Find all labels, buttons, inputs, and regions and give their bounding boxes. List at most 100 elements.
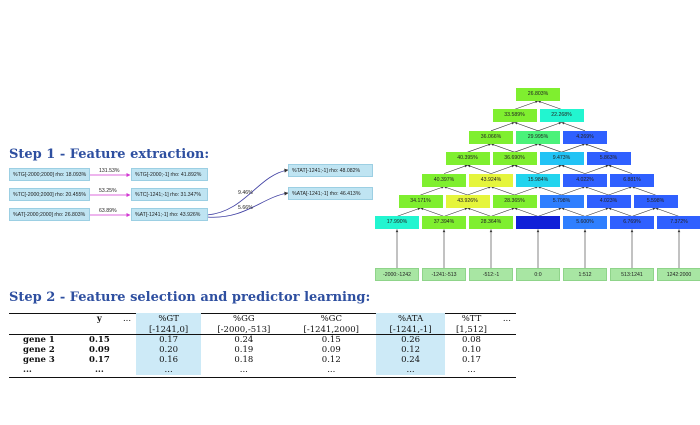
pyramid-arrowhead bbox=[467, 164, 471, 168]
table-cell bbox=[498, 335, 516, 345]
pyramid-arrowhead bbox=[536, 229, 540, 233]
pyramid-edge bbox=[443, 207, 468, 217]
table-header-row: y ... %GT %GG %GC %ATA %TT ... bbox=[9, 313, 516, 324]
table-cell: 0.08 bbox=[462, 335, 481, 345]
pyramid-arrowhead bbox=[535, 186, 538, 189]
pyramid-edge bbox=[514, 207, 539, 217]
pyramid-leaf: -512:-1 bbox=[469, 268, 513, 281]
pyramid-arrowhead bbox=[561, 122, 565, 125]
pyramid-edge bbox=[420, 186, 445, 196]
table-bottom-rule bbox=[9, 377, 516, 378]
pyramid-arrowhead bbox=[605, 164, 609, 168]
pyramid-node: 36.066% bbox=[469, 130, 513, 144]
pyramid-arrowhead bbox=[489, 229, 493, 233]
pyramid-edge bbox=[561, 186, 586, 196]
pyramid-node: 5.598% bbox=[633, 195, 678, 208]
pyramid-edge bbox=[467, 143, 492, 153]
pyramid-edge bbox=[514, 164, 539, 174]
pyramid-arrowhead bbox=[535, 143, 538, 146]
pyramid-edge bbox=[490, 207, 515, 217]
header-cell: [-1241,-1] bbox=[375, 324, 446, 335]
pyramid-arrowhead bbox=[464, 164, 468, 168]
edge-pct-ata: 5.66% bbox=[238, 205, 253, 211]
table-cell: 0.24 bbox=[375, 355, 446, 365]
pyramid-edge bbox=[490, 186, 515, 196]
row-label: gene 1 bbox=[23, 335, 55, 345]
row-label: gene 2 bbox=[23, 345, 55, 355]
table-cell: 0.15 bbox=[321, 335, 341, 345]
pyramid-arrowhead bbox=[582, 186, 585, 189]
pyramid-arrowhead bbox=[582, 143, 585, 146]
pyramid-leaf: 0:0 bbox=[516, 268, 560, 281]
pyramid-node: 4.022% bbox=[563, 173, 607, 187]
pyramid-arrowhead bbox=[608, 207, 612, 211]
pyramid-arrowhead bbox=[511, 122, 515, 125]
pyramid-arrowhead bbox=[441, 186, 444, 189]
header-cell: %GG bbox=[233, 313, 255, 324]
table-cell: 0.26 bbox=[375, 335, 446, 345]
table-cell bbox=[118, 355, 136, 365]
table-cell: ... bbox=[467, 365, 476, 375]
pyramid-arrowhead bbox=[395, 229, 399, 233]
pyramid-arrowhead bbox=[538, 100, 541, 104]
pyramid-arrowhead bbox=[558, 122, 562, 125]
pyramid-arrowhead bbox=[514, 122, 518, 125]
pyramid-node: 28.365% bbox=[492, 195, 537, 208]
pyramid-arrowhead bbox=[632, 186, 635, 189]
pyramid-edge bbox=[608, 186, 633, 196]
table-cell: 0.09 bbox=[321, 345, 341, 355]
pyramid-node: 40.395% bbox=[445, 152, 490, 166]
edge-ata bbox=[206, 191, 289, 218]
pyramid-edge bbox=[396, 207, 421, 217]
pyramid-arrowhead bbox=[417, 207, 421, 211]
edge-pct-at: 63.89% bbox=[99, 208, 117, 214]
table-cell: 0.20 bbox=[136, 345, 202, 355]
table-cell: 0.24 bbox=[234, 335, 254, 345]
edge-pct-tg: 131.53% bbox=[99, 168, 120, 174]
feature-box-at: %AT[-1241;-1] rho: 43.926% bbox=[131, 208, 208, 221]
pyramid-leaf: -1241:-513 bbox=[422, 268, 466, 281]
pyramid-leaf: 1242:2000 bbox=[657, 268, 700, 281]
pyramid-arrowhead bbox=[561, 207, 565, 211]
row-label: ... bbox=[23, 365, 32, 375]
table-cell: ... bbox=[136, 365, 202, 375]
pyramid-edge bbox=[443, 164, 468, 174]
pyramid-edge bbox=[514, 186, 539, 196]
pyramid-node: 37.394% bbox=[422, 216, 466, 230]
pyramid-edge bbox=[514, 100, 539, 110]
pyramid-arrowhead bbox=[491, 143, 494, 146]
pyramid-edge bbox=[537, 143, 562, 153]
pyramid-node: 15.984% bbox=[516, 173, 560, 187]
header-cell bbox=[9, 313, 81, 324]
pyramid-node: 22.268% bbox=[539, 109, 584, 123]
edge-pct-tc: 53.25% bbox=[99, 188, 117, 194]
pyramid-node: 9.473% bbox=[539, 152, 584, 166]
pyramid-edge bbox=[561, 164, 586, 174]
pyramid-node: 5.863% bbox=[586, 152, 631, 166]
feature-box-ata: %ATA[-1241;-1] rho: 46.413% bbox=[288, 187, 373, 200]
pyramid-edge bbox=[584, 164, 609, 174]
pyramid-arrowhead bbox=[444, 186, 447, 189]
header-cell: [-1241,0] bbox=[136, 324, 202, 335]
table-cell: 0.12 bbox=[321, 355, 341, 365]
pyramid-edge bbox=[561, 122, 586, 132]
pyramid-arrowhead bbox=[630, 229, 634, 233]
table-cell: 0.16 bbox=[136, 355, 202, 365]
pyramid-node: 4.023% bbox=[586, 195, 631, 208]
pyramid-edge bbox=[490, 164, 515, 174]
pyramid-node: 7.372% bbox=[657, 216, 700, 230]
pyramid-arrowhead bbox=[677, 229, 681, 233]
pyramid-leaf: 513:1241 bbox=[610, 268, 654, 281]
header-cell: ... bbox=[122, 313, 132, 324]
pyramid-node: 43.924% bbox=[469, 173, 513, 187]
pyramid-arrowhead bbox=[514, 164, 518, 168]
pyramid-arrowhead bbox=[467, 207, 471, 211]
table-cell bbox=[118, 345, 136, 355]
feature-box-tg-full: %TG[-2000;2000] rho: 18.093% bbox=[9, 168, 90, 181]
pyramid-arrowhead bbox=[558, 164, 562, 168]
pyramid-edge bbox=[561, 207, 586, 217]
table-cell: ... bbox=[94, 365, 104, 375]
